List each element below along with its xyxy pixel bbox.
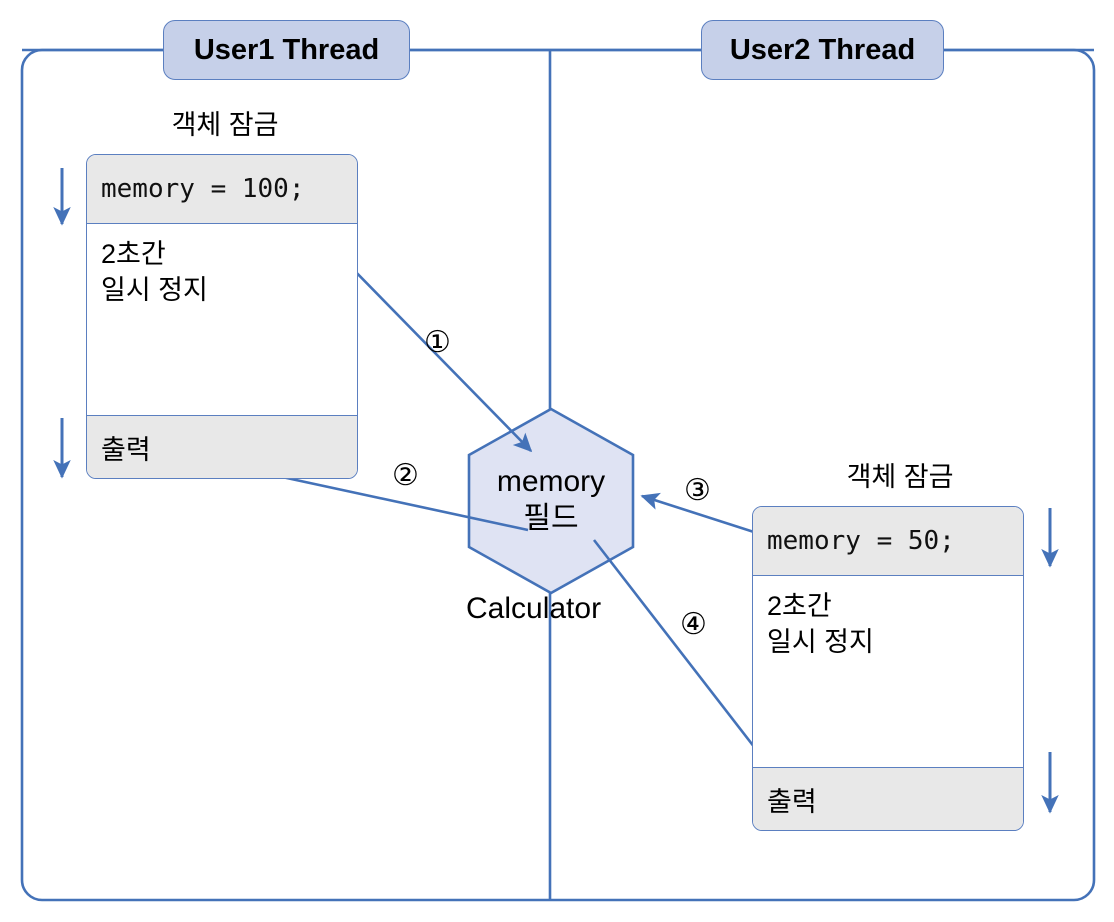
user1-thread-title[interactable]: User1 Thread: [163, 20, 410, 80]
step-marker-2: ②: [392, 459, 419, 492]
user2-thread-title[interactable]: User2 Thread: [701, 20, 944, 80]
user2-thread-box: memory = 50; 2초간 일시 정지 출력: [752, 506, 1024, 831]
user2-output-row: 출력: [753, 768, 1023, 830]
user2-wait-line2: 일시 정지: [767, 627, 874, 658]
user1-lock-caption: 객체 잠금: [171, 110, 279, 140]
step-marker-3: ③: [684, 474, 711, 507]
user1-thread-box: memory = 100; 2초간 일시 정지 출력: [86, 154, 358, 479]
user1-wait-line1: 2초간: [101, 239, 166, 269]
user2-thread-title-label: User2 Thread: [729, 33, 916, 66]
calculator-class-label: Calculator: [466, 592, 602, 625]
user1-thread-title-label: User1 Thread: [193, 33, 380, 66]
user1-output-row: 출력: [87, 416, 357, 478]
shared-memory-hexagon: [467, 407, 635, 595]
user1-wait-line2: 일시 정지: [101, 275, 208, 306]
user1-wait-row: 2초간 일시 정지: [87, 224, 357, 416]
user2-code-row: memory = 50;: [753, 507, 1023, 576]
step-marker-4: ④: [680, 608, 707, 641]
step-3-arrow: [640, 492, 758, 535]
user2-lock-caption: 객체 잠금: [846, 462, 954, 492]
step-marker-1: ①: [424, 326, 451, 359]
step-4-arrow: [592, 539, 774, 772]
user2-wait-line1: 2초간: [767, 591, 832, 621]
user1-code-row: memory = 100;: [87, 155, 357, 224]
user2-wait-row: 2초간 일시 정지: [753, 576, 1023, 768]
